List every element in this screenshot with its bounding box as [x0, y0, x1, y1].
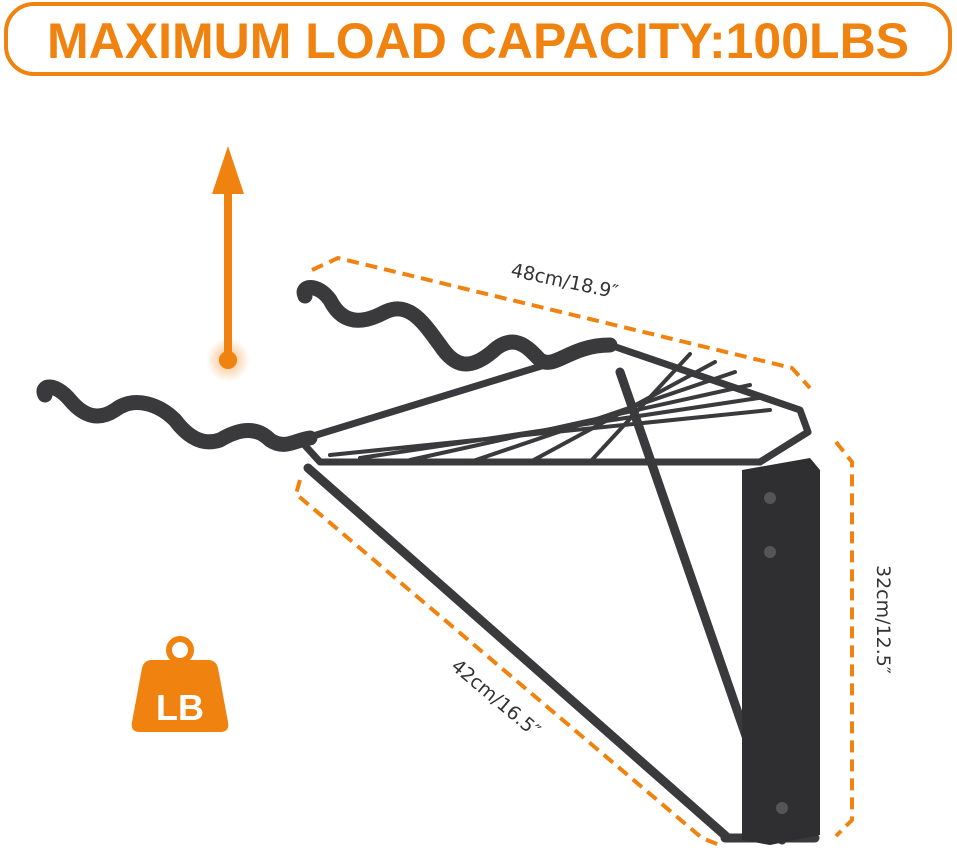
wall-plate [742, 458, 820, 845]
weight-icon-label: LB [156, 687, 204, 728]
weight-icon: LB [131, 636, 229, 732]
up-arrow-icon [206, 146, 250, 382]
length-top-label: 48cm/18.9″ [509, 259, 620, 303]
shelf-rods [328, 352, 772, 464]
diagonal-bar [303, 463, 733, 843]
shelf-frame [296, 341, 812, 466]
bike-rack [36, 280, 820, 845]
rear-hook [296, 280, 618, 372]
front-hook [36, 379, 318, 452]
dimension-lines [293, 255, 854, 848]
banner-title: MAXIMUM LOAD CAPACITY:100LBS [47, 13, 909, 69]
capacity-banner: MAXIMUM LOAD CAPACITY:100LBS [4, 2, 952, 76]
height-right-label: 32cm/12.5″ [872, 565, 894, 674]
